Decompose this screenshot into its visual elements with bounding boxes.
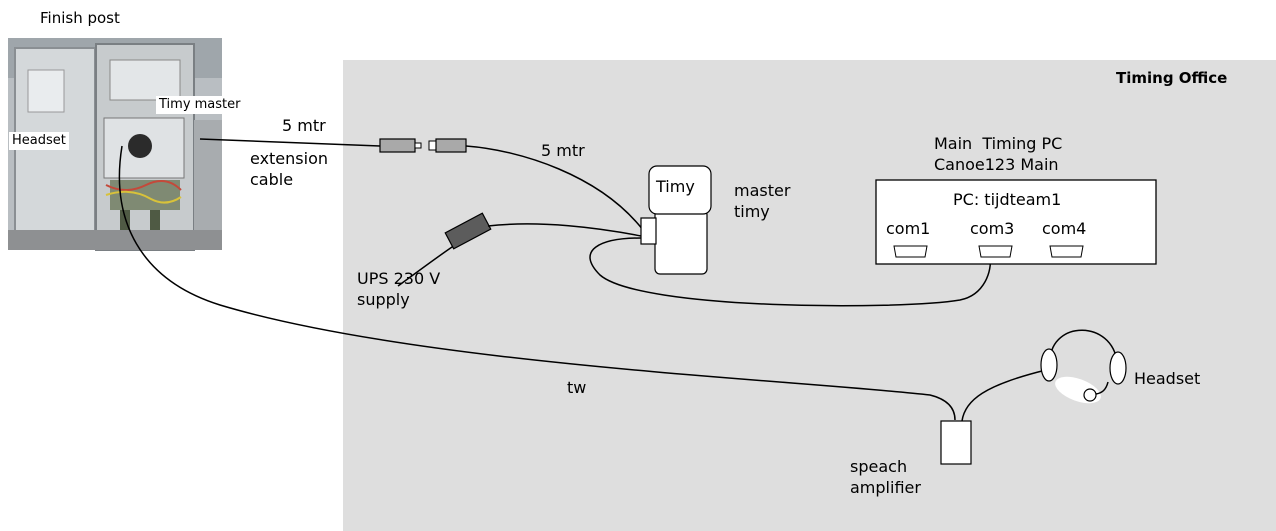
- extension-connector-left: [379, 138, 416, 153]
- com4-label: com4: [1042, 219, 1087, 238]
- timy-device: [640, 165, 712, 275]
- finish-post-photo: [8, 38, 222, 251]
- headset-icon: [1040, 329, 1127, 404]
- cable-length-label: 5 mtr: [541, 141, 585, 160]
- main-pc-box: [875, 179, 1157, 265]
- ups-adapter: [444, 212, 492, 250]
- timing-office-label: Timing Office: [1116, 69, 1228, 87]
- headset-photo-label: Headset: [9, 132, 69, 150]
- extension-connector-right: [435, 138, 467, 153]
- timy-box-label: Timy: [656, 177, 695, 196]
- ups-label: UPS 230 V supply: [357, 269, 441, 309]
- extension-cable-label: extension cable: [250, 149, 328, 189]
- main-pc-title: Main Timing PC Canoe123 Main: [934, 134, 1063, 174]
- finish-post-label: Finish post: [40, 9, 120, 27]
- timy-master-photo-label: Timy master: [156, 96, 244, 114]
- master-timy-label: master timy: [734, 181, 791, 221]
- pc-name-label: PC: tijdteam1: [953, 190, 1062, 209]
- headset-label: Headset: [1134, 369, 1201, 388]
- extension-length-label: 5 mtr: [282, 116, 326, 135]
- speech-amplifier-label: speach amplifier: [850, 457, 921, 497]
- timing-office-area: [343, 60, 1276, 531]
- com1-label: com1: [886, 219, 931, 238]
- tw-cable-label: tw: [567, 378, 587, 397]
- speech-amplifier: [940, 420, 972, 465]
- com3-label: com3: [970, 219, 1015, 238]
